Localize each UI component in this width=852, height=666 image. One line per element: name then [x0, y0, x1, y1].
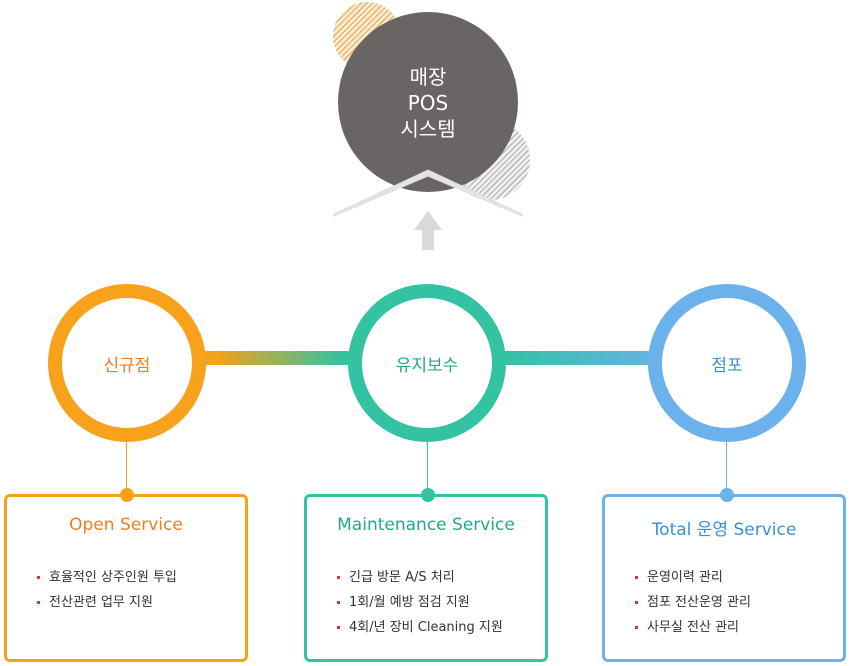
phase-label-new-store: 신규점 [103, 355, 151, 376]
roof-chevron-line [333, 169, 523, 217]
phase-circle-maintenance: 유지보수 [348, 284, 506, 442]
arrow-up-icon [414, 211, 442, 250]
phase-circle-new-store: 신규점 [48, 284, 206, 442]
connector-stem-orange [126, 436, 127, 496]
list-item: 4회/년 장비 Cleaning 지원 [337, 615, 503, 640]
phase-label-maintenance: 유지보수 [395, 355, 459, 376]
roof-and-arrow-graphic [333, 169, 523, 250]
pos-title-line-1: 매장 [409, 65, 447, 89]
list-item: 운영이력 관리 [635, 565, 751, 590]
list-item: 전산관련 업무 지원 [37, 590, 177, 615]
connector-dot-orange [120, 488, 134, 502]
phase-circle-store: 점포 [648, 284, 806, 442]
list-item: 사무실 전산 관리 [635, 615, 751, 640]
pos-title-line-3: 시스템 [400, 117, 456, 141]
service-box-maintenance: Maintenance Service 긴급 방문 A/S 처리 1회/월 예방… [304, 494, 548, 662]
service-title-total: Total 운영 Service [651, 520, 797, 540]
pos-title-line-2: POS [407, 91, 449, 115]
service-box-total: Total 운영 Service 운영이력 관리 점포 전산운영 관리 사무실 … [602, 494, 846, 662]
service-title-open: Open Service [69, 515, 183, 535]
connector-dot-teal [421, 488, 435, 502]
list-item: 효율적인 상주인원 투입 [37, 565, 177, 590]
service-list-maintenance: 긴급 방문 A/S 처리 1회/월 예방 점검 지원 4회/년 장비 Clean… [337, 565, 503, 640]
list-item: 긴급 방문 A/S 처리 [337, 565, 503, 590]
service-title-maintenance: Maintenance Service [337, 515, 515, 535]
connector-stem-teal [427, 436, 428, 496]
service-list-total: 운영이력 관리 점포 전산운영 관리 사무실 전산 관리 [635, 565, 751, 640]
list-item: 점포 전산운영 관리 [635, 590, 751, 615]
service-box-open: Open Service 효율적인 상주인원 투입 전산관련 업무 지원 [4, 494, 248, 662]
connector-stem-blue [726, 436, 727, 496]
service-list-open: 효율적인 상주인원 투입 전산관련 업무 지원 [37, 565, 177, 615]
phase-label-store: 점포 [711, 355, 743, 376]
connector-dot-blue [720, 488, 734, 502]
pos-system-circle: 매장 POS 시스템 [338, 12, 518, 192]
list-item: 1회/월 예방 점검 지원 [337, 590, 503, 615]
